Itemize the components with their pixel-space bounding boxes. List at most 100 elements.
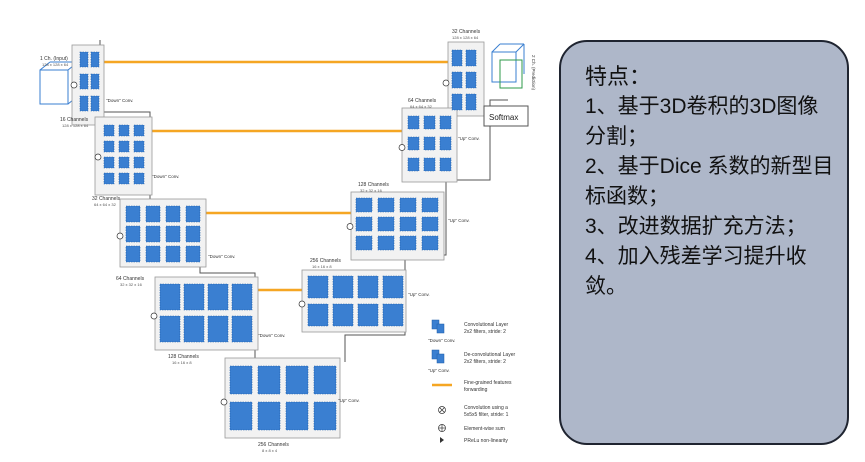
- feature-map-block: [407, 115, 420, 130]
- feature-map-block: [79, 51, 89, 68]
- feature-map-block: [451, 49, 463, 67]
- conv-operator-icon: [442, 79, 450, 87]
- feature-map-block: [407, 136, 420, 151]
- feature-map-block: [231, 283, 253, 311]
- feature-map-block: [145, 205, 161, 223]
- softmax-box: [483, 105, 529, 127]
- down-conv-label-4: "Down" Conv.: [258, 333, 285, 338]
- legend-prelu-icon: [440, 437, 444, 443]
- legend-sum-text: Element-wise sum: [464, 426, 505, 432]
- dec2-dims: 64 x 64 x 32: [410, 104, 433, 109]
- output-volume: [491, 43, 525, 89]
- conv-operator-icon: [70, 81, 78, 89]
- feature-map-block: [185, 205, 201, 223]
- feature-map-block: [183, 315, 205, 343]
- legend-deconv-text1: De-convolutional Layer: [464, 352, 515, 358]
- feature-map-block: [439, 157, 452, 172]
- feature-map-block: [399, 197, 417, 213]
- feature-map-block: [421, 235, 439, 251]
- feature-map-block: [439, 115, 452, 130]
- feature-map-block: [103, 124, 115, 137]
- feature-map-block: [451, 93, 463, 111]
- feature-map-block: [133, 124, 145, 137]
- feature-map-block: [355, 197, 373, 213]
- dec1-channels: 32 Channels: [452, 29, 481, 35]
- feature-map-blocks: [70, 49, 477, 431]
- level1-channels: 16 Channels: [60, 117, 89, 123]
- forwarding-connections: [104, 60, 452, 292]
- level1-dims: 128 x 128 x 64: [62, 123, 89, 128]
- feature-map-block: [165, 225, 181, 243]
- conv-operator-icon: [398, 144, 406, 151]
- legend-up-conv: "Up" Conv.: [428, 368, 450, 373]
- dec1-dims: 128 x 128 x 64: [452, 35, 479, 40]
- feature-map-block: [159, 315, 181, 343]
- feature-map-block: [399, 216, 417, 232]
- legend-conv5-text2: 5x5x5 filter, stride: 1: [464, 412, 509, 418]
- conv-operator-icon: [116, 232, 124, 240]
- conv-operator-icon: [298, 300, 306, 308]
- legend-sum-icon: [438, 424, 446, 432]
- feature-map-block: [118, 156, 130, 169]
- features-panel: 特点： 1、基于3D卷积的3D图像分割； 2、基于Dice 系数的新型目标函数；…: [559, 40, 849, 445]
- level2-channels: 32 Channels: [92, 196, 121, 202]
- feature-item-1: 1、基于3D卷积的3D图像分割；: [585, 95, 819, 148]
- feature-map-block: [133, 172, 145, 185]
- legend-conv5-text1: Convolution using a: [464, 405, 508, 411]
- feature-map-block: [423, 115, 436, 130]
- feature-map-block: [145, 225, 161, 243]
- legend-forward-text2: forwarding: [464, 387, 488, 393]
- feature-map-block: [377, 197, 395, 213]
- feature-map-block: [313, 365, 337, 395]
- feature-map-block: [421, 216, 439, 232]
- feature-map-block: [118, 140, 130, 153]
- features-title: 特点：: [585, 64, 652, 89]
- down-conv-label-2: "Down" Conv.: [152, 174, 179, 179]
- feature-map-block: [382, 303, 404, 327]
- softmax-label: Softmax: [489, 113, 518, 122]
- feature-map-block: [355, 235, 373, 251]
- level2-dims: 64 x 64 x 32: [94, 202, 117, 207]
- feature-map-block: [118, 172, 130, 185]
- feature-map-block: [183, 283, 205, 311]
- feature-map-block: [257, 401, 281, 431]
- feature-map-block: [307, 303, 329, 327]
- feature-map-block: [257, 365, 281, 395]
- feature-map-block: [451, 71, 463, 89]
- feature-map-block: [133, 140, 145, 153]
- feature-map-block: [79, 95, 89, 112]
- dec4-channels: 256 Channels: [310, 258, 341, 264]
- feature-map-block: [125, 245, 141, 263]
- feature-map-block: [207, 283, 229, 311]
- feature-map-block: [207, 315, 229, 343]
- feature-map-block: [313, 401, 337, 431]
- feature-map-block: [90, 51, 100, 68]
- feature-map-block: [103, 140, 115, 153]
- legend-down-conv: "Down" Conv.: [428, 338, 455, 343]
- feature-map-block: [439, 136, 452, 151]
- feature-map-block: [332, 275, 354, 299]
- feature-map-block: [357, 275, 379, 299]
- legend: "Down" Conv. Convolutional Layer 2x2 fil…: [428, 319, 515, 444]
- dec4-dims: 16 x 16 x 8: [312, 264, 332, 269]
- input-dims: 128 x 128 x 64: [42, 62, 69, 67]
- dec3-dims: 32 x 32 x 16: [360, 188, 383, 193]
- feature-item-4: 4、加入残差学习提升收敛。: [585, 245, 807, 298]
- feature-map-block: [185, 245, 201, 263]
- input-label: 1 Ch. (Input): [40, 56, 68, 62]
- up-conv-label-4: "Up" Conv.: [458, 136, 480, 141]
- feature-map-block: [357, 303, 379, 327]
- feature-map-block: [465, 71, 477, 89]
- feature-map-block: [407, 157, 420, 172]
- feature-map-block: [118, 124, 130, 137]
- conv-operator-icon: [346, 223, 354, 230]
- feature-map-block: [159, 283, 181, 311]
- legend-conv-text2: 2x2 filters, stride: 2: [464, 329, 506, 335]
- feature-map-block: [382, 275, 404, 299]
- feature-map-block: [185, 225, 201, 243]
- feature-map-block: [377, 216, 395, 232]
- conv-operator-icon: [94, 153, 102, 161]
- feature-map-block: [165, 245, 181, 263]
- feature-map-block: [103, 156, 115, 169]
- feature-item-2: 2、基于Dice 系数的新型目标函数；: [585, 155, 834, 208]
